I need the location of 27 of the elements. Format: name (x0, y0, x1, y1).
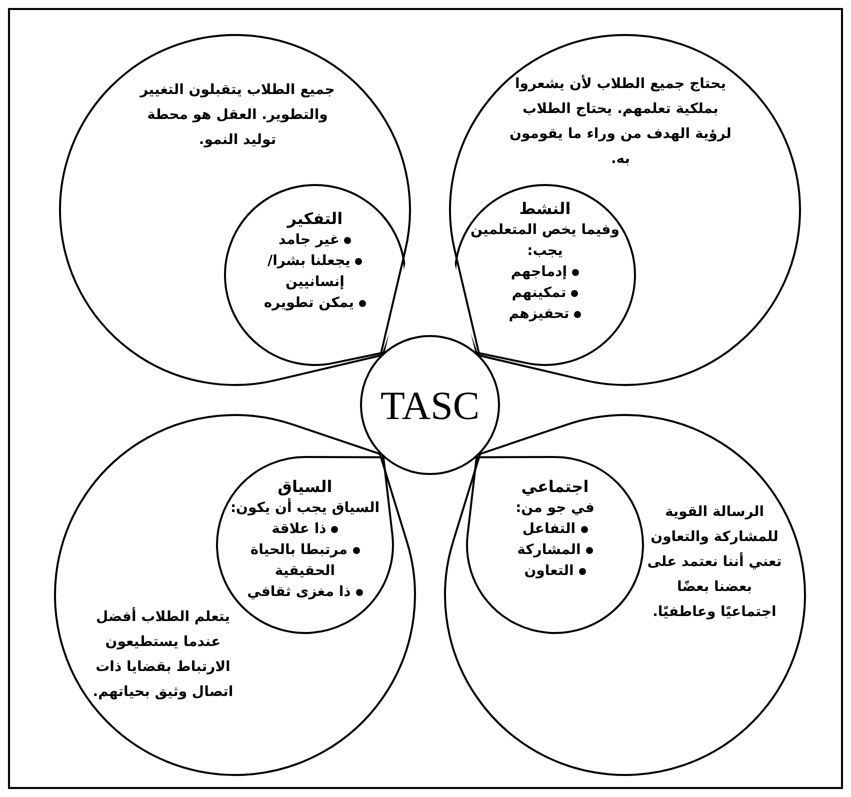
petal-text: يحتاج جميع الطلاب لأن يشعروا بملكية تعلمهم. يحتاج الطلاب لرؤية الهدف من وراء ما يقومون به. (508, 74, 732, 169)
bullet-item: التعاون (480, 560, 630, 582)
bullet-item: تحفيزهم (464, 304, 625, 325)
bullet-item: يمكن تطويره (244, 292, 385, 314)
petal-text: الرسالة القوية للمشاركة والتعاون تعني أننا نعتمد على بعضنا بعضًا اجتماعيًا وعاطفيًا. (646, 502, 782, 622)
bullet-item: إدماجهم (464, 262, 625, 283)
bullet-item: ذا مغزى ثقافي (224, 582, 385, 603)
bullet-item: يجعلنا بشرا/ إنسانيين (244, 250, 385, 293)
center-label: TASC (380, 382, 480, 428)
bullet-item: المشاركة (480, 540, 630, 561)
bullet-item: تمكينهم (464, 282, 625, 304)
petal-heading: السياق (276, 476, 334, 498)
outer-petal (60, 35, 410, 385)
petal-text: جميع الطلاب يتقبلون التغيير والتطوير. العقل هو محطة توليد النمو. (140, 80, 335, 150)
petal-text: يتعلم الطلاب أفضل عندما يستطيعون الارتباط بقضايا ذات اتصال وثيق بحياتهم. (92, 606, 234, 702)
bullet-item: التفاعل (480, 518, 630, 540)
petal-intro: وفيما يخص المتعلمين يجب: (470, 220, 620, 261)
petal-intro: السياق يجب أن يكون: (229, 498, 381, 518)
petal-intro: في جو من: (514, 498, 596, 518)
bullet-item: ذا علاقة (224, 518, 385, 540)
petal-heading: النشط (518, 198, 572, 220)
petal-heading: التفكير (286, 208, 344, 230)
petal-heading: اجتماعي (520, 476, 590, 498)
outer-petal (450, 35, 800, 385)
inner-petal (467, 457, 643, 633)
bullet-item: مرتبطا بالحياة الحقيقية (224, 540, 385, 582)
bullet-item: غير جامد (244, 230, 385, 251)
